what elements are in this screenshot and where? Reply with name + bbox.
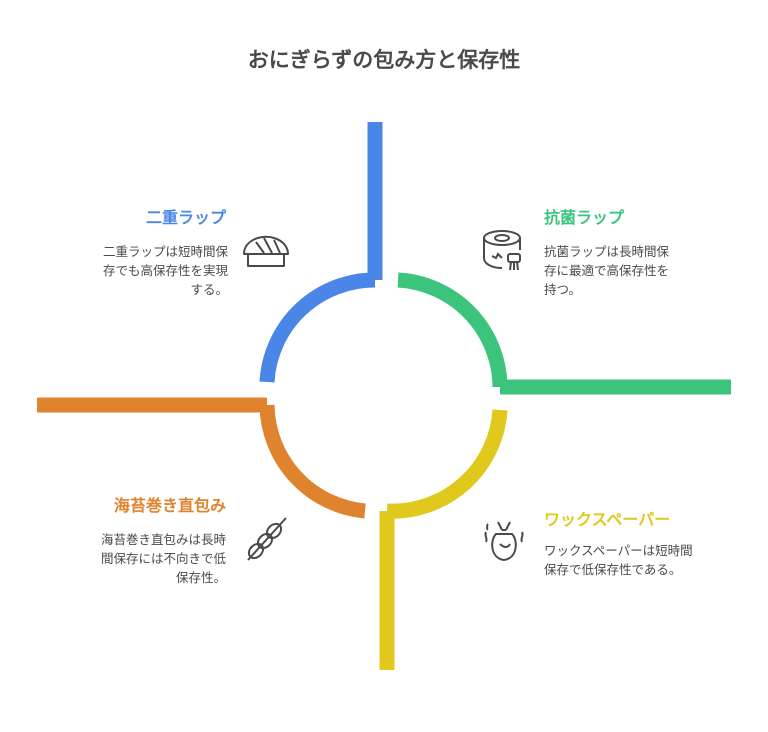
diagram-title: おにぎらずの包み方と保存性 [247, 48, 521, 72]
tape-roll-icon [483, 230, 521, 271]
blue-connector [259, 122, 383, 383]
sushi-icon [243, 235, 289, 267]
orange-connector [37, 397, 366, 519]
antibacterial-wrap-heading: 抗菌ラップ [544, 208, 625, 227]
nori-direct-wrap-description: 海苔巻き直包みは長時 間保存には不向きで低 保存性。 [100, 532, 226, 585]
nori-direct-wrap-heading: 海苔巻き直包み [113, 496, 226, 515]
paper-bag-icon [484, 521, 524, 561]
dango-icon [247, 517, 287, 561]
double-wrap-description: 二重ラップは短時間保 存でも高保存性を実現 する。 [102, 244, 228, 297]
antibacterial-wrap-description: 抗菌ラップは長時間保 存に最適で高保存性を 持つ。 [544, 244, 670, 297]
double-wrap-heading: 二重ラップ [145, 208, 226, 227]
green-connector [397, 272, 731, 395]
wax-paper-description: ワックスペーパーは短時間 保存で低保存性である。 [544, 543, 693, 577]
yellow-connector [379, 409, 508, 670]
wax-paper-heading: ワックスペーパー [544, 510, 671, 529]
